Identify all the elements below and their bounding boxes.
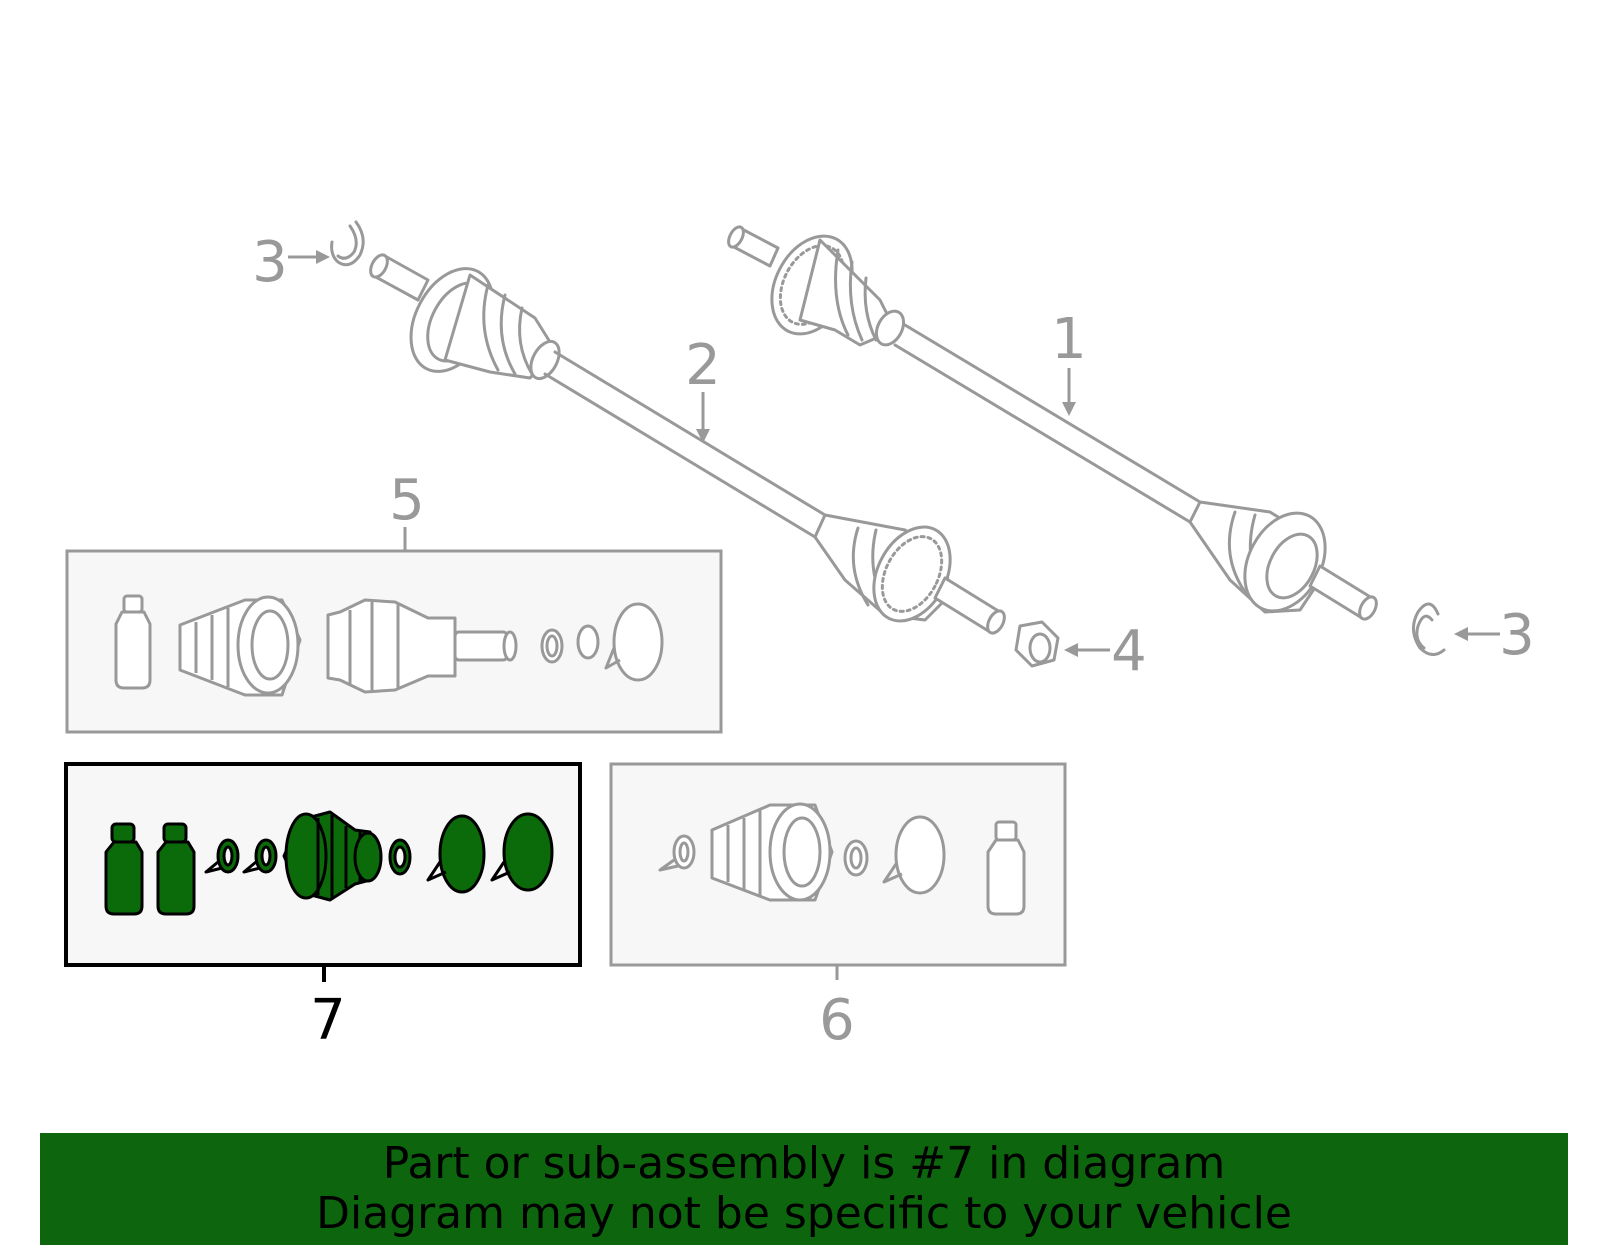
callout-3-right: 3 (1499, 603, 1535, 668)
axle-shaft-2[interactable] (367, 252, 1008, 636)
axle-nut-4[interactable] (1014, 620, 1060, 668)
callout-7: 7 (310, 988, 346, 1053)
callout-6: 6 (819, 988, 855, 1053)
callout-3-left: 3 (252, 230, 288, 295)
axle-shaft-1[interactable] (726, 222, 1380, 625)
banner-line-1: Part or sub-assembly is #7 in diagram (382, 1138, 1226, 1189)
circlip-3-left[interactable] (330, 220, 365, 267)
grease-tube (114, 610, 152, 690)
circlip-3-right[interactable] (1412, 602, 1446, 656)
kit-box-7[interactable] (64, 762, 582, 982)
banner-line-2: Diagram may not be specific to your vehi… (316, 1188, 1292, 1239)
info-banner-bg (40, 1133, 1568, 1245)
clamp-ring (502, 812, 554, 892)
grease-tube (156, 840, 196, 916)
kit-box-6[interactable] (609, 762, 1067, 967)
callout-4: 4 (1111, 619, 1147, 684)
info-banner: Part or sub-assembly is #7 in diagram Di… (40, 1133, 1568, 1245)
clamp (576, 624, 600, 660)
callout-2: 2 (685, 333, 721, 398)
leader-lines (288, 250, 1500, 980)
callout-1: 1 (1051, 307, 1087, 372)
clamp-ring (612, 602, 664, 682)
clamp-ring (438, 814, 486, 894)
grease-tube (986, 838, 1026, 916)
callout-5: 5 (389, 468, 425, 533)
kit-box-5[interactable] (65, 549, 723, 734)
cv-housing (326, 598, 457, 694)
clamp-ring (894, 815, 946, 895)
grease-tube (104, 840, 144, 916)
